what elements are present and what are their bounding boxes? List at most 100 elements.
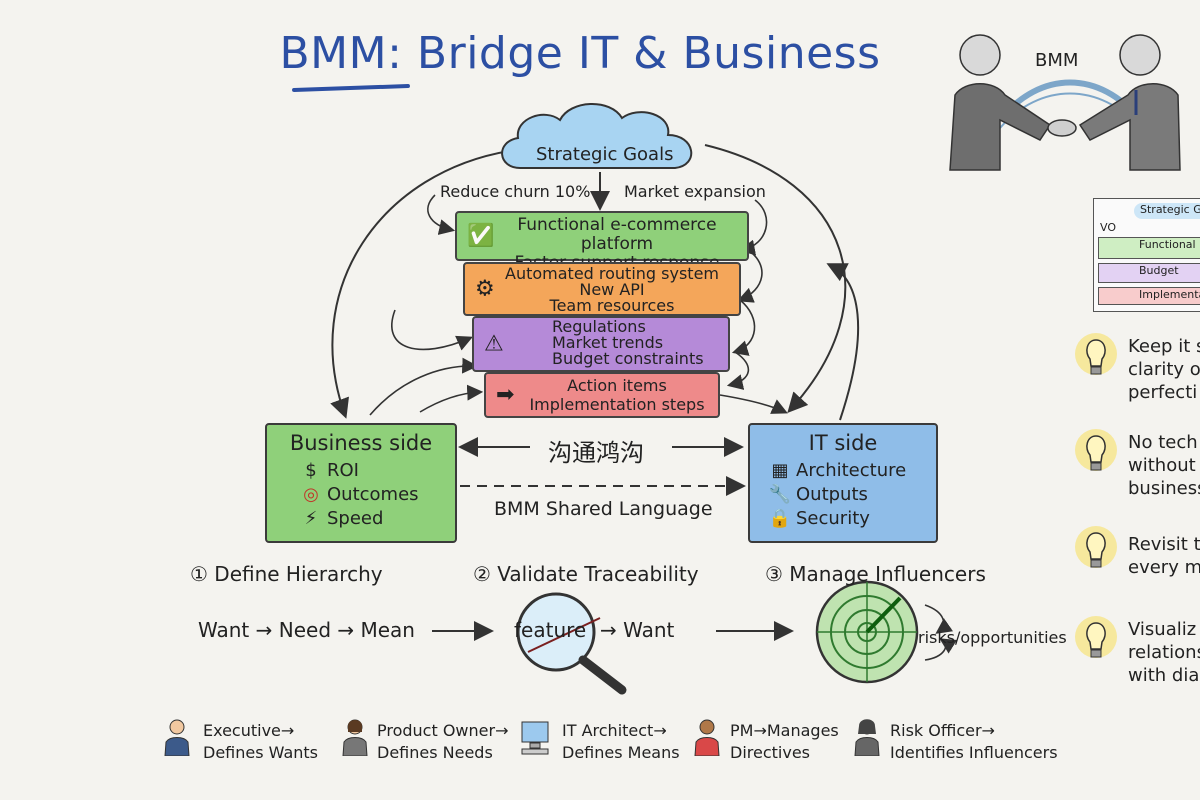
- cloud-label: Strategic Goals: [536, 144, 674, 165]
- tip-line: Visualiz: [1128, 619, 1197, 640]
- dollar-icon: $: [305, 460, 317, 481]
- lightbulb-icon: [1075, 333, 1117, 375]
- tip-line: Revisit t: [1128, 534, 1200, 555]
- building-icon: ▦: [771, 460, 789, 481]
- step-define-hierarchy: ① Define Hierarchy: [190, 562, 383, 586]
- role-line: Product Owner→: [377, 721, 509, 740]
- layer-line: Implementation steps: [529, 395, 705, 414]
- role-line: Defines Needs: [377, 743, 493, 762]
- role-risk-officer: Risk Officer→ Identifies Influencers: [890, 720, 1058, 764]
- it-item-outputs: 🔧Outputs: [760, 483, 926, 507]
- it-item-label: Architecture: [796, 460, 907, 481]
- business-item-outcomes: ◎ Outcomes: [277, 483, 445, 507]
- mini-row-3: Implementa: [1098, 287, 1200, 305]
- radar-icon: [815, 580, 919, 684]
- role-line: Defines Means: [562, 743, 680, 762]
- it-item-label: Security: [796, 508, 870, 529]
- layer-line: Budget constraints: [552, 349, 704, 368]
- shared-language-label: BMM Shared Language: [494, 498, 713, 520]
- curl-left-2: [391, 309, 473, 351]
- role-line: Identifies Influencers: [890, 743, 1058, 762]
- curl-right-4: [726, 351, 750, 390]
- layer-line: Action items: [567, 376, 667, 395]
- handshake-label: BMM: [1035, 50, 1079, 71]
- tip-line: relations: [1128, 642, 1200, 663]
- arrow-right-icon: ➡: [496, 382, 515, 408]
- role-line: Executive→: [203, 721, 295, 740]
- role-line: PM→Manages: [730, 721, 839, 740]
- curl-left-1: [427, 194, 456, 235]
- arc-right-outer: [704, 144, 847, 413]
- curl-right-3: [731, 299, 756, 356]
- it-item-label: Outputs: [796, 484, 868, 505]
- goal-left: Reduce churn 10%: [440, 182, 591, 201]
- layer-line: Regulations: [552, 317, 646, 336]
- role-line: Risk Officer→: [890, 721, 995, 740]
- goal-right: Market expansion: [624, 182, 766, 201]
- page-title: BMM: Bridge IT & Business: [279, 28, 881, 79]
- it-side-title: IT side: [808, 431, 878, 455]
- lightbulb-icon: [1075, 526, 1117, 568]
- business-side-title: Business side: [289, 431, 433, 455]
- business-item-roi: $ ROI: [277, 459, 445, 483]
- product-owner-avatar-icon: [342, 719, 368, 756]
- lightbulb-icon: [1075, 429, 1117, 471]
- gear-icon: ⚙: [475, 276, 495, 302]
- role-it-architect: IT Architect→Defines Means: [562, 720, 680, 764]
- business-item-label: Speed: [327, 508, 384, 529]
- arc-right-up: [826, 263, 860, 421]
- curl-left-3: [369, 357, 479, 416]
- risk-officer-avatar-icon: [854, 719, 880, 756]
- lightbulb-icon: [1075, 616, 1117, 658]
- tip-line: without: [1128, 455, 1196, 476]
- it-item-architecture: ▦ Architecture: [760, 459, 926, 483]
- arc-left-outer: [330, 149, 516, 419]
- step-validate-traceability: ② Validate Traceability: [473, 562, 699, 586]
- tip-line: Keep it s: [1128, 336, 1200, 357]
- role-line: Directives: [730, 743, 810, 762]
- it-side-box: IT side ▦ Architecture 🔧Outputs 🔒Security: [748, 423, 938, 543]
- tip-line: every m: [1128, 557, 1200, 578]
- curl-right-2: [737, 249, 763, 303]
- role-executive: Executive→Defines Wants: [203, 720, 318, 764]
- mini-goal-label: VO: [1100, 221, 1116, 234]
- tip-line: with dia: [1128, 665, 1200, 686]
- layer-line: Market trends: [552, 333, 664, 352]
- warning-icon: ⚠: [484, 331, 504, 357]
- cloud-shape: [501, 103, 693, 169]
- flow-want-need-mean: Want → Need → Mean: [198, 618, 415, 642]
- tip-line: clarity o: [1128, 359, 1200, 380]
- magnifier-icon: [516, 592, 627, 695]
- step-manage-influencers: ③ Manage Influencers: [765, 562, 986, 586]
- mini-row-2: Budget: [1098, 263, 1200, 283]
- mini-diagram: Strategic G VO Functional Budget Impleme…: [1093, 198, 1200, 312]
- computer-icon: [521, 721, 549, 755]
- tip-line: No tech: [1128, 432, 1198, 453]
- mini-row-1: Functional: [1098, 237, 1200, 259]
- handshake-illustration: [949, 34, 1181, 171]
- tip-line: perfecti: [1128, 382, 1198, 403]
- business-item-speed: ⚡Speed: [277, 507, 445, 531]
- role-product-owner: Product Owner→ Defines Needs: [377, 720, 508, 764]
- tip-line: business: [1128, 478, 1200, 499]
- layer-ends: ✅ Functional e-commerce platformFaster s…: [455, 211, 749, 273]
- check-icon: ✅: [467, 223, 495, 249]
- lock-icon: 🔒: [768, 508, 792, 529]
- risks-opportunities-label: risks/opportunities: [918, 628, 1067, 647]
- business-side-box: Business side $ ROI ◎ Outcomes ⚡Speed: [265, 423, 457, 543]
- business-item-label: Outcomes: [327, 484, 419, 505]
- target-icon: ◎: [303, 484, 319, 505]
- business-item-label: ROI: [327, 460, 359, 481]
- layer-line: Team resources: [549, 296, 675, 315]
- it-item-security: 🔒Security: [760, 507, 926, 531]
- curl-left-4: [419, 384, 484, 413]
- radar-arrow-1: [924, 604, 954, 634]
